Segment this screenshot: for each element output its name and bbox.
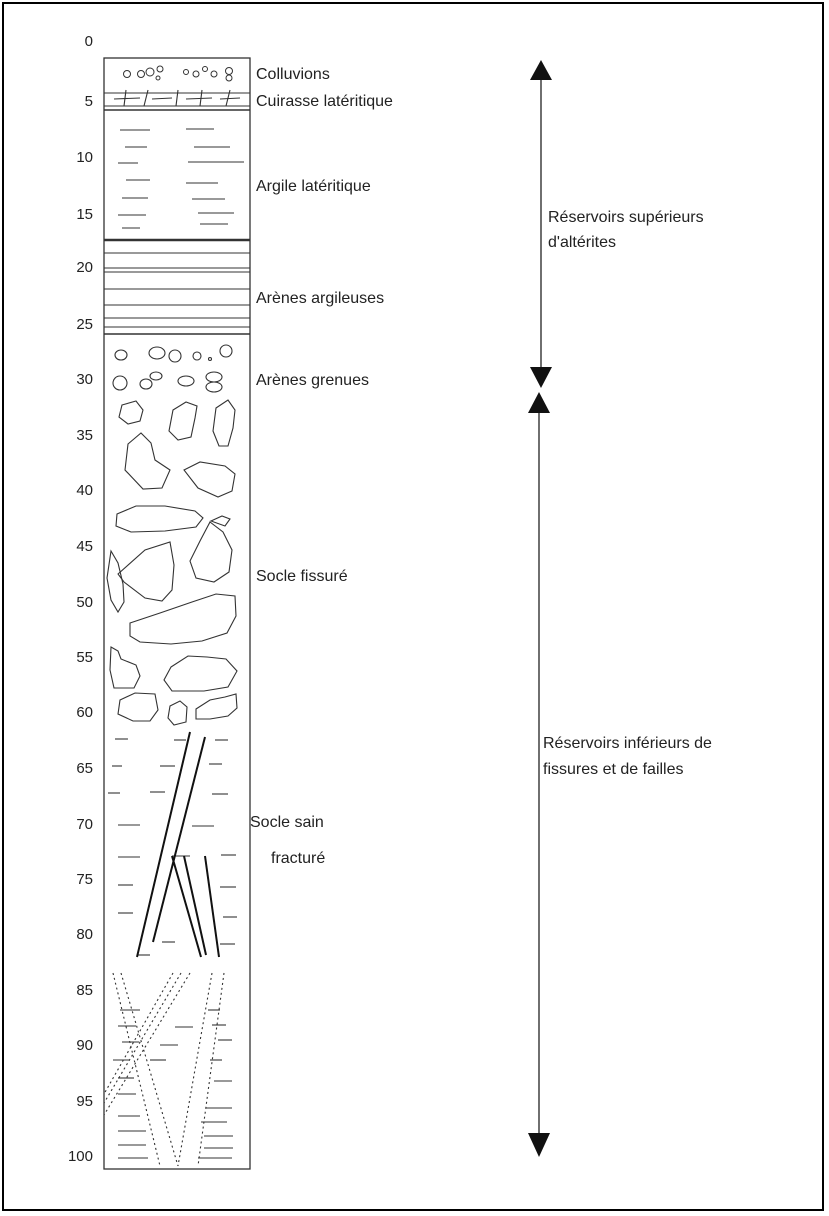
depth-tick-20: 20 — [76, 259, 93, 276]
label-colluvions: Colluvions — [256, 66, 330, 83]
colluvions-pattern — [123, 65, 233, 82]
depth-tick-65: 65 — [76, 760, 93, 777]
label-socle-fissure: Socle fissuré — [256, 568, 348, 585]
label-cuirasse: Cuirasse latéritique — [256, 93, 393, 110]
socle-fissure-pattern — [106, 399, 238, 726]
label-argile: Argile latéritique — [256, 178, 371, 195]
depth-tick-25: 25 — [76, 316, 93, 333]
arrow-up-icon — [530, 60, 552, 80]
cuirasse-pattern — [104, 89, 250, 111]
depth-tick-5: 5 — [85, 93, 93, 110]
lower-reservoir-line2: fissures et de failles — [543, 761, 684, 778]
arrow-down-icon — [528, 1133, 550, 1157]
arenes-argileuses-pattern — [104, 252, 250, 335]
socle-sain-pattern — [108, 738, 237, 956]
argile-pattern — [104, 128, 250, 242]
depth-tick-90: 90 — [76, 1037, 93, 1054]
arrow-up-icon — [528, 392, 550, 413]
label-socle-sain-line2: fracturé — [271, 850, 325, 867]
depth-tick-0: 0 — [85, 33, 93, 50]
upper-reservoir-line2: d'altérites — [548, 234, 616, 251]
label-arenes-grenues: Arènes grenues — [256, 372, 369, 389]
depth-tick-15: 15 — [76, 206, 93, 223]
depth-tick-80: 80 — [76, 926, 93, 943]
depth-tick-40: 40 — [76, 482, 93, 499]
depth-scale: 0 5 10 15 20 25 30 35 40 45 50 55 60 65 … — [68, 33, 93, 1165]
lower-dashes — [113, 1009, 233, 1159]
lower-reservoir-arrow — [528, 392, 550, 1157]
stratigraphic-column — [103, 57, 251, 1170]
dotted-fracture-lines — [103, 972, 225, 1167]
arenes-grenues-pattern — [112, 344, 233, 393]
fracture-lines — [136, 731, 220, 958]
depth-tick-60: 60 — [76, 704, 93, 721]
depth-tick-50: 50 — [76, 594, 93, 611]
layer-labels: Colluvions Cuirasse latéritique Argile l… — [250, 66, 393, 867]
upper-reservoir-arrow — [530, 60, 552, 388]
depth-tick-10: 10 — [76, 149, 93, 166]
upper-reservoir-line1: Réservoirs supérieurs — [548, 209, 704, 226]
depth-tick-100: 100 — [68, 1148, 93, 1165]
depth-tick-45: 45 — [76, 538, 93, 555]
arrow-down-icon — [530, 367, 552, 388]
label-arenes-argileuses: Arènes argileuses — [256, 290, 384, 307]
lower-reservoir-line1: Réservoirs inférieurs de — [543, 735, 712, 752]
depth-tick-75: 75 — [76, 871, 93, 888]
depth-tick-55: 55 — [76, 649, 93, 666]
label-socle-sain-line1: Socle sain — [250, 814, 324, 831]
depth-tick-35: 35 — [76, 427, 93, 444]
depth-tick-85: 85 — [76, 982, 93, 999]
depth-tick-30: 30 — [76, 371, 93, 388]
depth-tick-95: 95 — [76, 1093, 93, 1110]
depth-tick-70: 70 — [76, 816, 93, 833]
